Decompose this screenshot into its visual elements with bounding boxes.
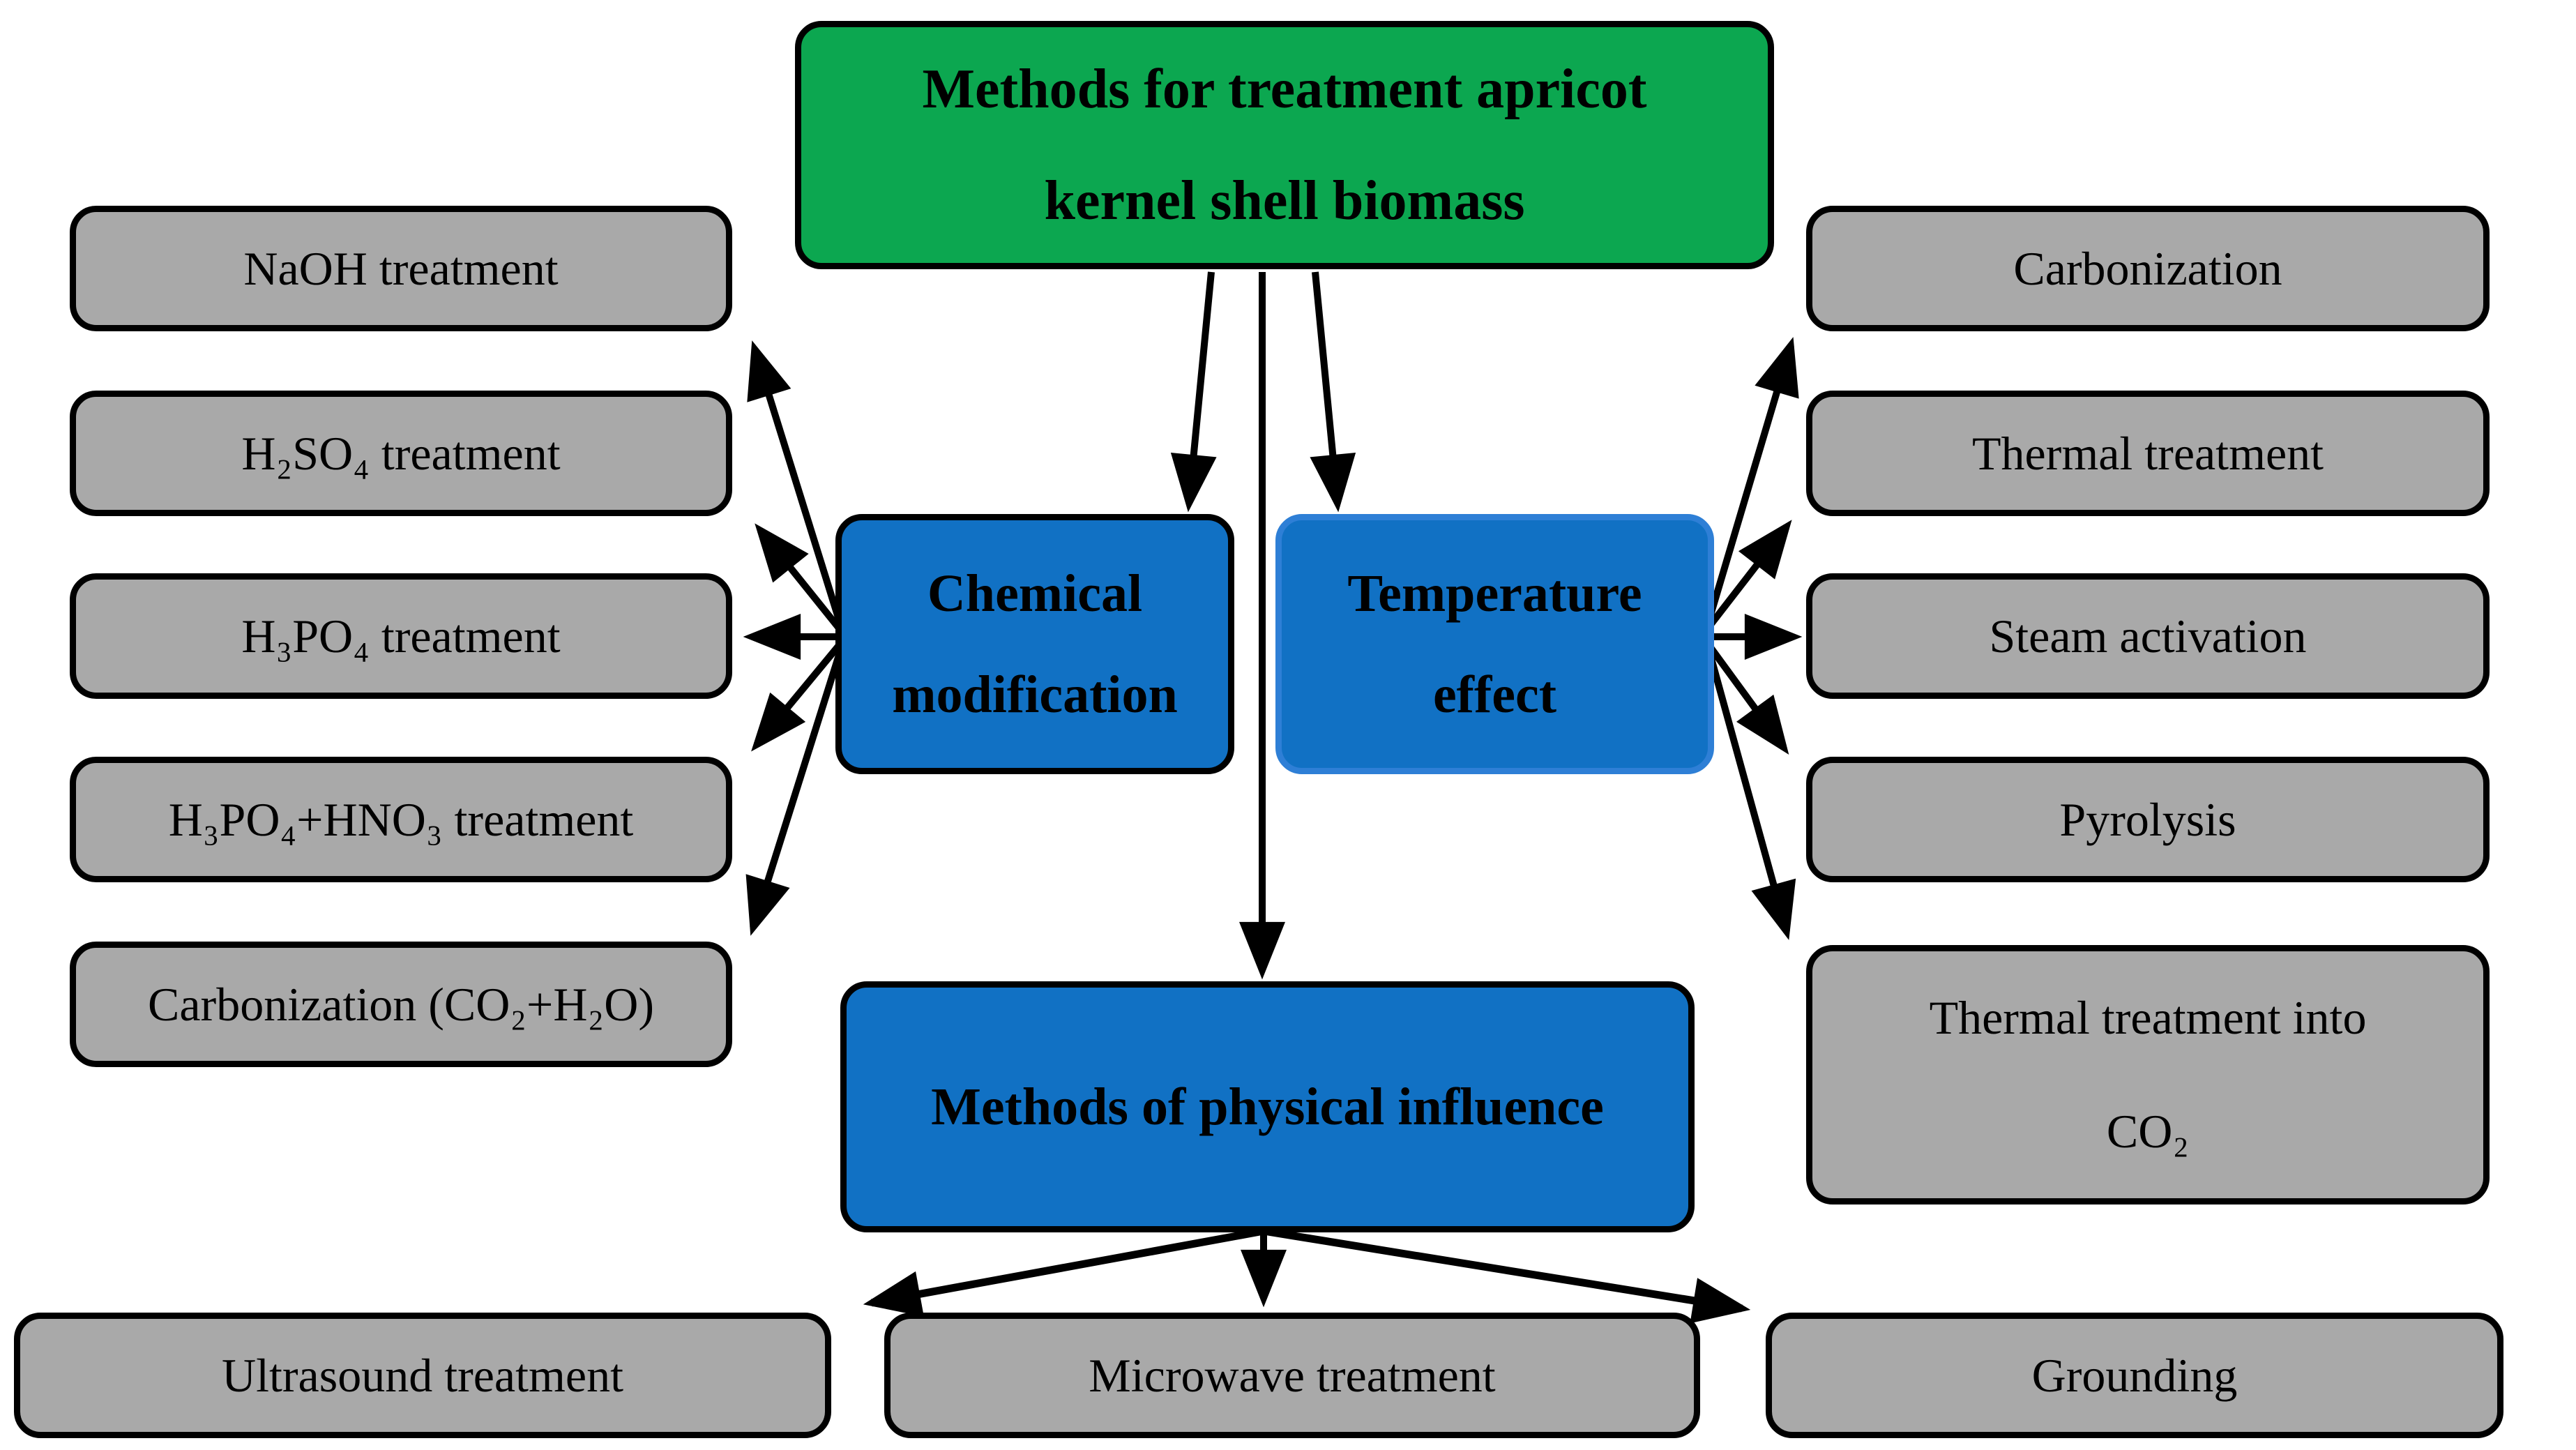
branch-temperature-effect: Temperature effect xyxy=(1275,514,1714,774)
node-ultrasound-treatment: Ultrasound treatment xyxy=(14,1313,831,1438)
arrow-temperature-to-thermal-co2 xyxy=(1706,652,1796,940)
branch-chemical-modification: Chemical modification xyxy=(835,514,1234,774)
node-thermal-treatment-into-co2: Thermal treatment into CO₂ xyxy=(1806,945,2490,1204)
node-microwave-treatment-label: Microwave treatment xyxy=(1089,1348,1496,1402)
node-h2so4-treatment-label: H₂SO₄ treatment xyxy=(241,426,561,480)
root-node-label: Methods for treatment apricot kernel she… xyxy=(922,59,1647,232)
arrow-temperature-to-thermal-treatment xyxy=(1707,520,1792,628)
node-carbonization-co2-h2o: Carbonization (CO₂+H₂O) xyxy=(70,942,732,1067)
arrow-chemical-to-carbonization-co2-h2o xyxy=(745,649,844,936)
arrow-physical-to-ultrasound xyxy=(863,1227,1264,1317)
node-grounding: Grounding xyxy=(1766,1313,2503,1438)
node-h3po4-hno3-treatment-label: H₃PO₄+HNO₃ treatment xyxy=(168,792,634,846)
arrow-root-to-chemical xyxy=(1170,271,1217,513)
node-thermal-treatment-into-co2-label: Thermal treatment into CO₂ xyxy=(1929,990,2367,1158)
node-steam-activation-label: Steam activation xyxy=(1989,609,2307,663)
arrow-temperature-to-pyrolysis xyxy=(1706,644,1789,755)
node-thermal-treatment: Thermal treatment xyxy=(1806,391,2490,516)
node-ultrasound-treatment-label: Ultrasound treatment xyxy=(222,1348,623,1402)
arrow-chemical-to-naoh xyxy=(747,340,844,626)
branch-chemical-modification-label: Chemical modification xyxy=(892,564,1178,724)
node-pyrolysis-label: Pyrolysis xyxy=(2059,792,2236,846)
arrow-root-to-temperature xyxy=(1310,271,1356,513)
arrow-temperature-to-carbonization xyxy=(1706,337,1799,619)
node-naoh-treatment: NaOH treatment xyxy=(70,206,732,331)
branch-temperature-effect-label: Temperature effect xyxy=(1347,564,1642,724)
node-thermal-treatment-label: Thermal treatment xyxy=(1971,426,2324,480)
node-grounding-label: Grounding xyxy=(2031,1348,2238,1402)
node-naoh-treatment-label: NaOH treatment xyxy=(243,241,559,295)
arrow-chemical-to-h3po4-hno3 xyxy=(751,641,843,752)
branch-methods-physical-influence-label: Methods of physical influence xyxy=(931,1077,1604,1136)
node-microwave-treatment: Microwave treatment xyxy=(884,1313,1700,1438)
node-steam-activation: Steam activation xyxy=(1806,573,2490,699)
node-carbonization-co2-h2o-label: Carbonization (CO₂+H₂O) xyxy=(148,977,654,1031)
arrow-physical-to-grounding xyxy=(1263,1227,1751,1324)
root-node: Methods for treatment apricot kernel she… xyxy=(795,21,1774,269)
node-h3po4-hno3-treatment: H₃PO₄+HNO₃ treatment xyxy=(70,757,732,882)
arrow-chemical-to-h2so4 xyxy=(755,523,843,633)
node-h3po4-treatment: H₃PO₄ treatment xyxy=(70,573,732,699)
node-carbonization-label: Carbonization xyxy=(2013,241,2282,295)
node-h2so4-treatment: H₂SO₄ treatment xyxy=(70,391,732,516)
node-h3po4-treatment-label: H₃PO₄ treatment xyxy=(241,609,561,663)
node-pyrolysis: Pyrolysis xyxy=(1806,757,2490,882)
branch-methods-physical-influence: Methods of physical influence xyxy=(840,981,1695,1232)
node-carbonization: Carbonization xyxy=(1806,206,2490,331)
